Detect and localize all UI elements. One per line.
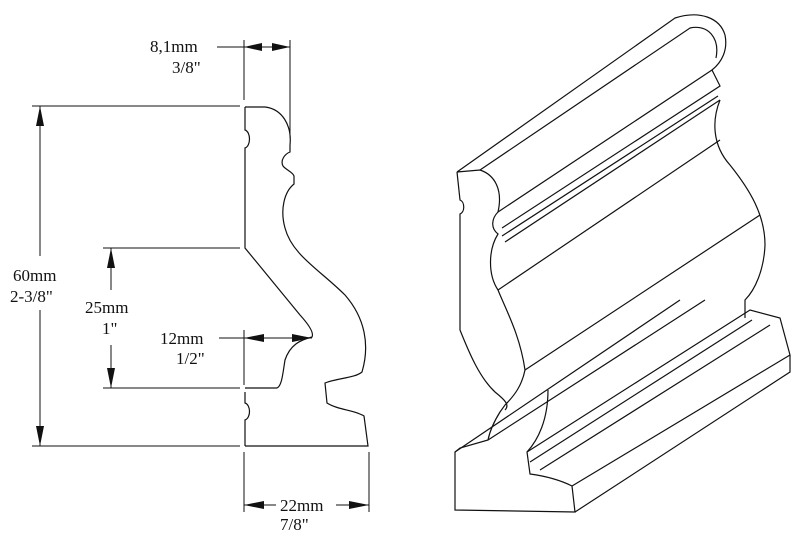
dim-mid-depth: 12mm 1/2": [160, 329, 312, 385]
back-profile: [714, 99, 766, 318]
top-highlight: [479, 26, 718, 171]
cove-lines: [497, 139, 761, 371]
dim-total-height-imperial: 2-3/8": [10, 287, 53, 306]
base-grooves: [529, 319, 771, 471]
profile-base-edge: [244, 392, 251, 446]
dim-mid-height-imperial: 1": [102, 319, 117, 338]
dim-base-width-metric: 22mm: [280, 496, 323, 515]
dim-mid-height: 25mm 1": [85, 247, 240, 389]
front-back-edge: [456, 171, 508, 411]
dim-mid-height-metric: 25mm: [85, 298, 128, 317]
dim-top-width: 8,1mm 3/8": [150, 37, 291, 138]
dim-base-width: 22mm 7/8": [243, 452, 370, 534]
dim-top-width-imperial: 3/8": [172, 58, 201, 77]
dim-base-width-imperial: 7/8": [280, 515, 309, 534]
dim-top-width-metric: 8,1mm: [150, 37, 198, 56]
profile-back-edge: [244, 107, 314, 389]
front-profile: [454, 169, 576, 513]
bead-grooves: [501, 95, 721, 243]
bottom-edges: [454, 299, 706, 453]
top-edge: [456, 14, 727, 173]
bead-upper: [497, 69, 721, 229]
molding-3d-view: [454, 14, 791, 513]
dim-mid-depth-imperial: 1/2": [176, 349, 205, 368]
dim-total-height: 60mm 2-3/8": [10, 105, 240, 447]
dim-mid-depth-metric: 12mm: [160, 329, 203, 348]
base-edges: [526, 309, 791, 513]
dim-total-height-metric: 60mm: [13, 266, 56, 285]
profile-outline: [245, 106, 369, 447]
profile-section: [244, 106, 369, 447]
